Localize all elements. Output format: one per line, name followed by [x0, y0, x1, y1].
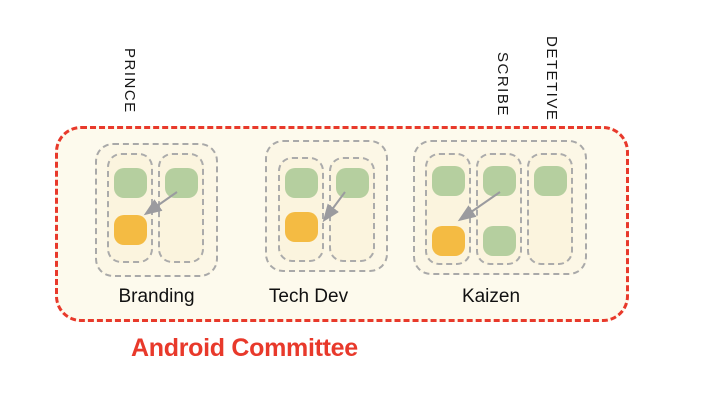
group-label-branding: Branding — [118, 286, 195, 307]
green-seat — [164, 168, 198, 198]
group-tech-dev: Tech Dev — [265, 140, 388, 307]
orange-seat — [113, 215, 147, 245]
green-seat — [335, 168, 369, 198]
orange-seat — [284, 212, 318, 242]
green-seat — [431, 166, 465, 196]
group-branding: Branding — [95, 143, 218, 307]
seat-column — [158, 153, 204, 263]
seat-column — [278, 157, 324, 262]
committee-title: Android Committee — [131, 334, 358, 362]
committee-container: Branding Tech Dev Kaizen — [55, 126, 629, 322]
green-seat — [533, 166, 567, 196]
seat-column — [425, 153, 471, 265]
group-label-kaizen: Kaizen — [461, 286, 521, 307]
seat-column — [329, 157, 375, 262]
green-seat — [284, 168, 318, 198]
green-seat — [482, 166, 516, 196]
green-seat — [113, 168, 147, 198]
role-label-scribe: SCRIBE — [494, 52, 511, 117]
orange-seat — [431, 226, 465, 256]
seat-column — [476, 153, 522, 265]
green-seat — [482, 226, 516, 256]
group-label-tech-dev: Tech Dev — [268, 286, 349, 307]
role-label-detetive: DETETIVE — [543, 35, 560, 121]
group-kaizen: Kaizen — [413, 140, 587, 307]
role-label-prince: PRINCE — [121, 48, 138, 114]
seat-column — [527, 153, 573, 265]
seat-column — [107, 153, 153, 263]
